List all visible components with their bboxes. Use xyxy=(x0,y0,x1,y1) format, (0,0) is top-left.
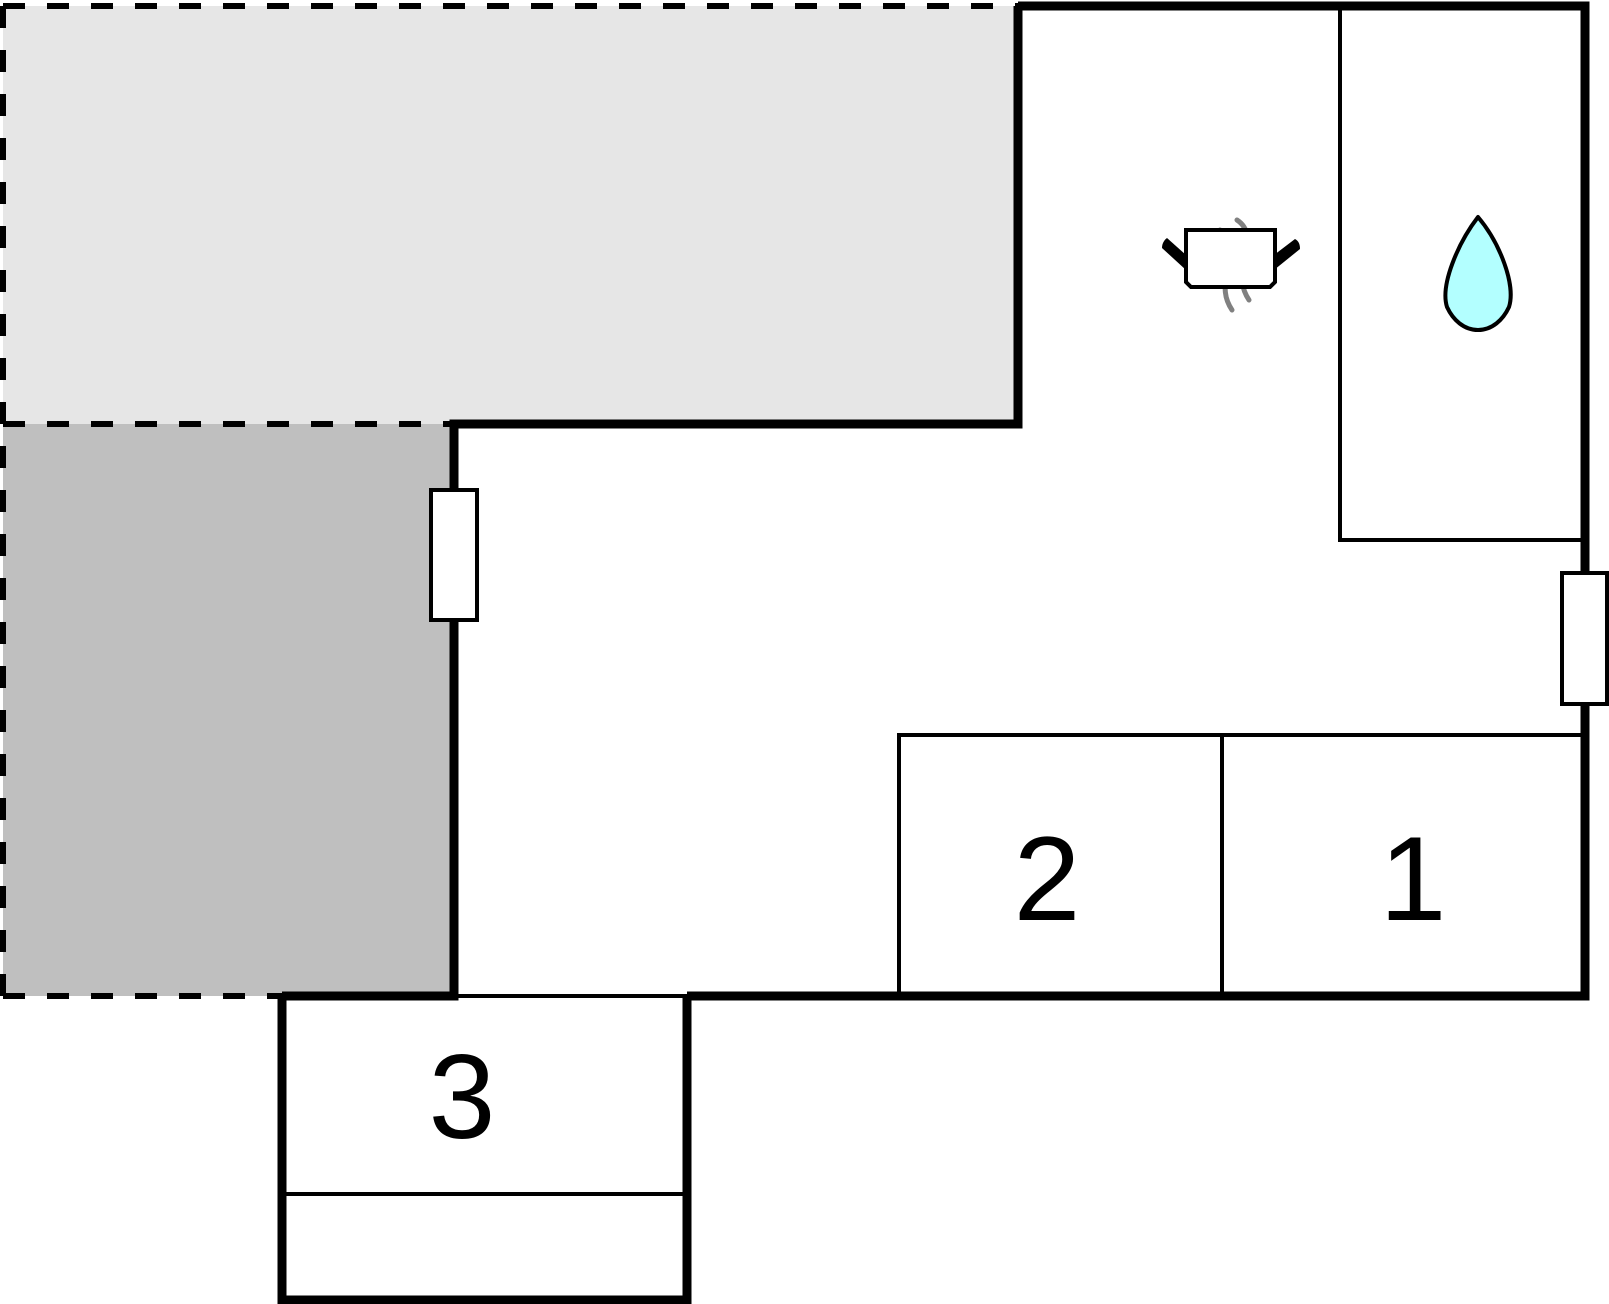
door-left xyxy=(429,488,479,622)
room-label-3: 3 xyxy=(429,1030,496,1164)
room-label-2: 2 xyxy=(1014,812,1081,946)
terrace-boundary xyxy=(0,3,1018,999)
interior-walls xyxy=(282,6,1585,1196)
door-right xyxy=(1560,571,1609,706)
terrace-upper-area xyxy=(3,6,1018,424)
room-label-1: 1 xyxy=(1380,812,1447,946)
water-drop-icon xyxy=(1443,215,1513,332)
cooking-pot-icon xyxy=(1162,217,1300,313)
terrace-lower-area xyxy=(3,424,454,996)
